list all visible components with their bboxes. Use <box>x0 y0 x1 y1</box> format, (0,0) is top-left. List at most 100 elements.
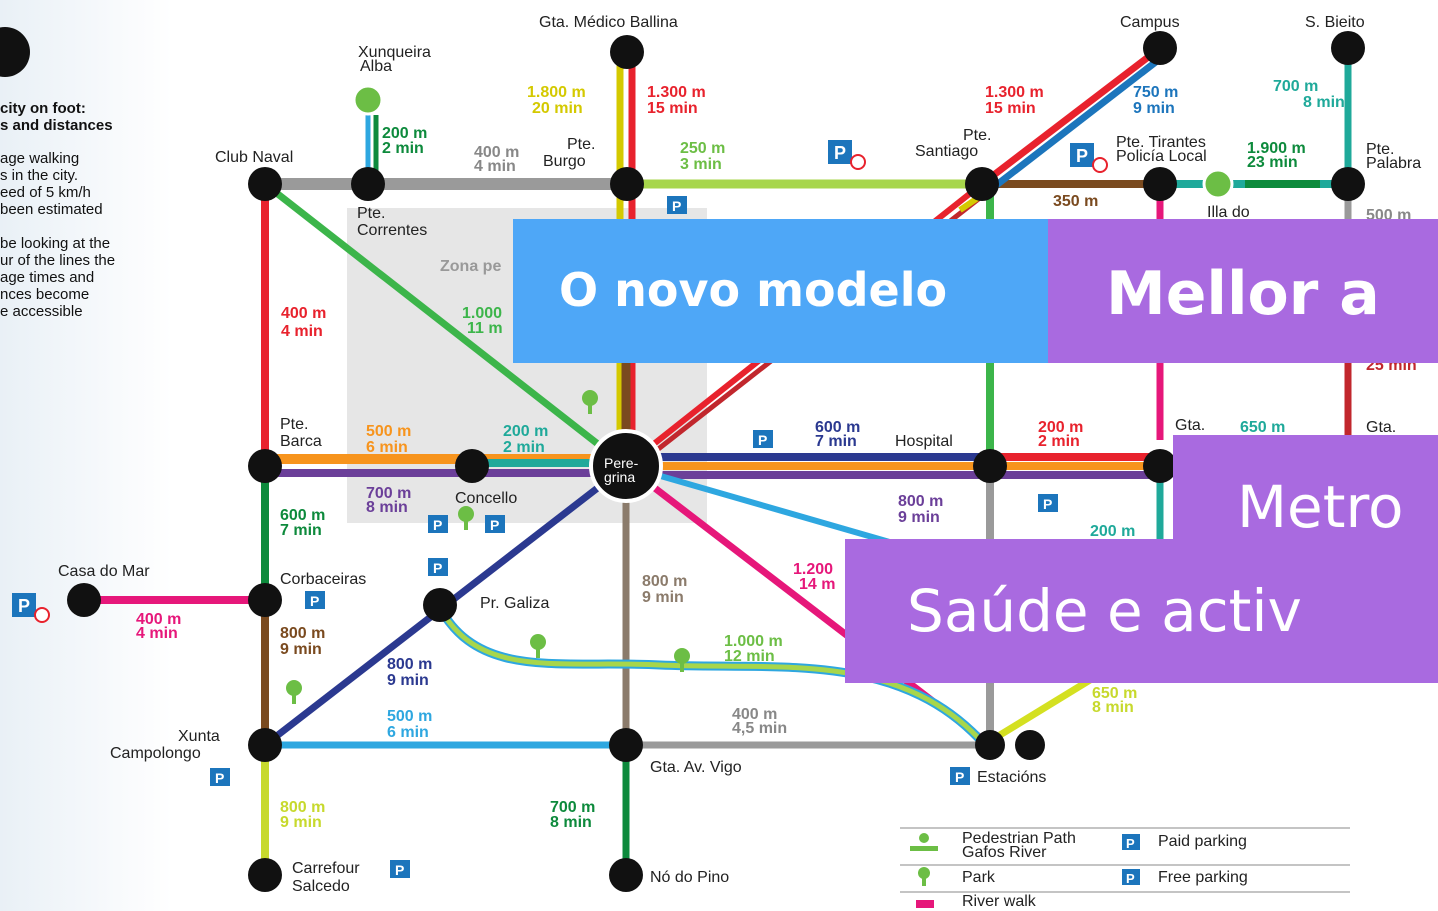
river-walk-green <box>437 606 987 747</box>
station-carrefour[interactable] <box>248 858 282 892</box>
dist-600a-t: 7 min <box>815 433 857 450</box>
label-xunqueira-1: Xunqueira <box>358 44 431 61</box>
legend-path-2: Gafos River <box>962 844 1047 861</box>
paid-parking-icons: P P P P P P P P P P <box>210 196 1058 878</box>
banner-mellor[interactable]: Mellor a <box>1048 219 1438 363</box>
svg-text:P: P <box>955 769 964 785</box>
dist-250-m: 250 m <box>680 140 725 157</box>
dist-1300a-t: 15 min <box>647 100 698 117</box>
label-gta-far: Gta. <box>1366 419 1396 436</box>
sidebar-title-2: s and distances <box>0 117 113 134</box>
dist-200c-m: 200 m <box>1038 419 1083 436</box>
svg-text:P: P <box>18 596 30 616</box>
banner-metro-text: Metro <box>1237 473 1404 541</box>
legend-park: Park <box>962 869 996 886</box>
station-palabra[interactable] <box>1331 167 1365 201</box>
station-burgo[interactable] <box>610 167 644 201</box>
label-tirantes-1: Pte. Tirantes <box>1116 134 1206 151</box>
dist-200c-t: 2 min <box>1038 433 1080 450</box>
line-estacions-lightblue <box>625 463 901 548</box>
dist-1200-t: 14 m <box>799 576 835 593</box>
station-ballina[interactable] <box>610 35 644 69</box>
dist-200a-t: 2 min <box>382 140 424 157</box>
label-concello: Concello <box>455 490 517 507</box>
label-peregrina-1: Pere- <box>604 455 639 471</box>
dist-650b-t: 8 min <box>1092 699 1134 716</box>
label-palabra-1: Pte. <box>1366 141 1394 158</box>
dist-1900-m: 1.900 m <box>1247 140 1306 157</box>
dist-200a-m: 200 m <box>382 125 427 142</box>
legend-paid: Paid parking <box>1158 833 1247 850</box>
banner-saude[interactable]: Saúde e activ <box>845 539 1438 683</box>
dist-500a-m: 500 m <box>366 423 411 440</box>
station-casa-mar[interactable] <box>67 583 101 617</box>
dist-500a-t: 6 min <box>366 439 408 456</box>
label-peregrina-2: grina <box>604 469 635 485</box>
dist-800a-t: 9 min <box>898 509 940 526</box>
label-correntes-2: Correntes <box>357 222 427 239</box>
label-campus: Campus <box>1120 14 1180 31</box>
dist-800b-m: 800 m <box>642 573 687 590</box>
park-illa-icon <box>1202 168 1234 200</box>
sidebar-para2-5: e accessible <box>0 303 83 320</box>
dist-1300b-t: 15 min <box>985 100 1036 117</box>
station-campus[interactable] <box>1143 31 1177 65</box>
station-no-pino[interactable] <box>609 858 643 892</box>
station-peregrina[interactable] <box>589 429 663 503</box>
sidebar-para1-1: age walking <box>0 150 80 167</box>
banner-saude-text: Saúde e activ <box>907 577 1302 645</box>
label-barca-1: Pte. <box>280 416 308 433</box>
dist-400b-m: 400 m <box>281 305 326 322</box>
station-barca[interactable] <box>248 449 282 483</box>
banner-metro[interactable]: Metro <box>1173 435 1438 545</box>
station-concello[interactable] <box>455 449 489 483</box>
station-bieito[interactable] <box>1331 31 1365 65</box>
station-club-naval[interactable] <box>248 167 282 201</box>
bus-station-icon[interactable] <box>975 730 1005 760</box>
dist-800b-t: 9 min <box>642 589 684 606</box>
line-campus-blue <box>987 51 1169 193</box>
tree-icons <box>286 390 690 704</box>
dist-1900-t: 23 min <box>1247 154 1298 171</box>
svg-text:P: P <box>1126 836 1135 851</box>
station-corbaceiras[interactable] <box>248 583 282 617</box>
banner-novo-modelo[interactable]: O novo modelo <box>513 219 1048 363</box>
dist-800d-m: 800 m <box>387 656 432 673</box>
dist-600a-m: 600 m <box>815 419 860 436</box>
label-ballina: Gta. Médico Ballina <box>539 14 678 31</box>
svg-text:P: P <box>1126 871 1135 886</box>
station-tirantes[interactable] <box>1143 167 1177 201</box>
label-hospital: Hospital <box>895 433 953 450</box>
label-pr-galiza: Pr. Galiza <box>480 595 549 612</box>
svg-text:P: P <box>1043 496 1052 512</box>
train-station-icon[interactable] <box>1015 730 1045 760</box>
free-parking-icon-2: P <box>1070 143 1108 173</box>
station-av-vigo[interactable] <box>609 728 643 762</box>
dist-800a-m: 800 m <box>898 493 943 510</box>
label-santiago-2: Santiago <box>915 143 978 160</box>
station-xunta[interactable] <box>248 728 282 762</box>
label-estacions: Estacións <box>977 769 1046 786</box>
label-no-pino: Nó do Pino <box>650 869 729 886</box>
station-santiago[interactable] <box>965 167 999 201</box>
station-correntes[interactable] <box>351 167 385 201</box>
legend-park-icon <box>918 867 930 886</box>
dist-400d-m: 400 m <box>732 706 777 723</box>
svg-text:P: P <box>490 517 499 533</box>
dist-1000a-m: 1.000 <box>462 305 502 322</box>
label-xunta-2: Campolongo <box>110 745 201 762</box>
legend-path-1: Pedestrian Path <box>962 830 1076 847</box>
line-diagonal-green <box>262 181 629 469</box>
banner-mellor-text: Mellor a <box>1106 259 1380 329</box>
station-hospital[interactable] <box>973 449 1007 483</box>
distance-labels: 1.800 m20 min 1.300 m15 min 1.300 m15 mi… <box>136 78 1417 831</box>
station-pr-galiza[interactable] <box>423 588 457 622</box>
label-palabra-2: Palabra <box>1366 155 1421 172</box>
station-gta-right[interactable] <box>1143 449 1177 483</box>
pedestrian-path-icon <box>910 833 938 851</box>
dist-1300b-m: 1.300 m <box>985 84 1044 101</box>
label-barca-2: Barca <box>280 433 322 450</box>
dist-350-m: 350 m <box>1053 193 1098 210</box>
dist-200d-m: 200 m <box>1090 523 1135 540</box>
dist-750-m: 750 m <box>1133 84 1178 101</box>
